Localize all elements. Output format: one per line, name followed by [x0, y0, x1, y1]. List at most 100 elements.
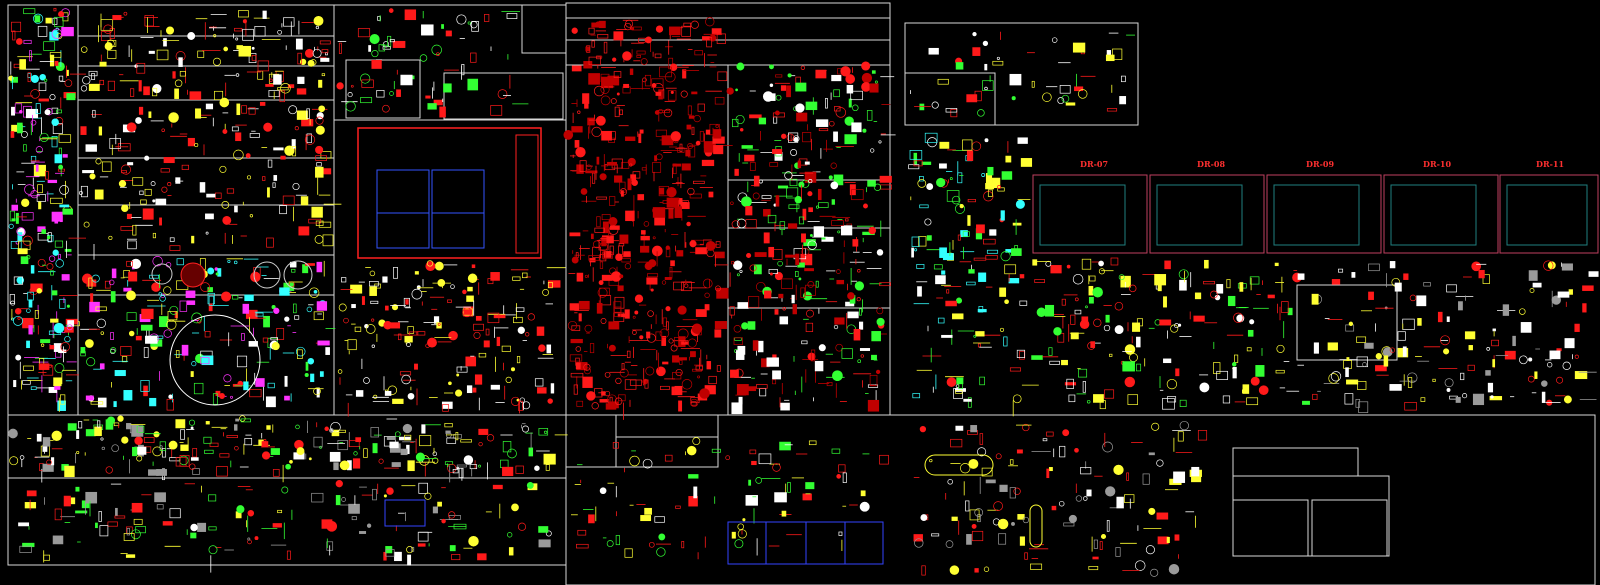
cad-symbol — [17, 316, 21, 320]
cad-block — [92, 109, 96, 118]
cad-symbol — [1543, 260, 1554, 271]
cad-block — [831, 199, 835, 205]
cad-symbol — [818, 344, 826, 352]
cad-symbol — [463, 455, 474, 465]
cad-block — [745, 386, 757, 392]
cad-block — [319, 40, 331, 45]
cad-block — [109, 138, 121, 149]
cad-symbol — [58, 164, 64, 170]
cad-symbol — [159, 445, 163, 449]
cad-symbol — [1000, 251, 1011, 262]
cad-block — [614, 296, 625, 309]
round-rugs — [151, 260, 313, 406]
cad-block — [305, 361, 309, 371]
cad-block — [578, 301, 587, 305]
cad-block — [471, 21, 479, 32]
cad-block — [207, 287, 213, 293]
cad-block — [601, 130, 612, 141]
cad-symbol — [434, 261, 444, 271]
cad-block — [1048, 467, 1053, 472]
cad-block — [369, 281, 379, 287]
cad-block — [571, 325, 581, 331]
cad-block — [966, 281, 976, 286]
cad-block — [279, 287, 290, 296]
cad-block — [1059, 85, 1071, 94]
cad-block — [1003, 336, 1008, 347]
cad-symbol — [665, 306, 671, 312]
cad-symbol — [798, 277, 802, 281]
cad-symbol — [1210, 290, 1218, 299]
cad-block — [154, 492, 166, 503]
cad-block — [1416, 295, 1427, 307]
cad-symbol — [19, 109, 23, 114]
cad-symbol — [36, 288, 43, 294]
cad-block — [490, 272, 500, 281]
cad-block — [49, 54, 55, 67]
cad-block — [40, 339, 51, 344]
cad-symbol — [341, 497, 346, 502]
cad-block — [200, 357, 210, 365]
cad-symbol — [836, 269, 841, 274]
cad-block — [768, 269, 778, 274]
cad-block — [132, 177, 144, 186]
cad-block — [163, 157, 175, 164]
cad-block — [318, 79, 323, 88]
cad-block — [1417, 318, 1422, 326]
cad-block — [62, 154, 68, 158]
cad-block — [1327, 342, 1338, 351]
cad-symbol — [845, 74, 856, 84]
cad-block — [61, 274, 70, 281]
cad-block — [17, 248, 28, 255]
cad-symbol — [624, 22, 632, 31]
cad-block — [1204, 259, 1209, 269]
cad-symbol — [586, 164, 592, 170]
cad-block — [1403, 273, 1409, 280]
cad-block — [26, 490, 37, 497]
cad-block — [681, 25, 691, 37]
cad-symbol — [285, 463, 291, 470]
cad-block — [23, 365, 34, 371]
cad-block — [735, 350, 745, 360]
cad-block — [297, 76, 305, 84]
cad-block — [987, 189, 993, 197]
cad-block — [926, 235, 932, 241]
cad-symbol — [64, 79, 73, 88]
cad-symbol — [130, 258, 142, 270]
cad-block — [226, 435, 238, 438]
cad-symbol — [608, 344, 616, 352]
cad-block — [963, 398, 972, 402]
cad-block — [852, 239, 859, 247]
cad-symbol — [954, 203, 966, 214]
cad-block — [354, 326, 362, 332]
cad-block — [657, 109, 670, 113]
cad-block — [363, 448, 368, 458]
cad-symbol — [769, 64, 774, 70]
cad-symbol — [64, 335, 71, 343]
cad-block — [574, 140, 580, 148]
cad-symbol — [1053, 327, 1062, 336]
cad-block — [913, 152, 918, 165]
cad-symbol — [663, 108, 673, 118]
cad-symbol — [166, 319, 177, 330]
cad-block — [697, 103, 705, 112]
cad-block — [54, 154, 63, 164]
cad-symbol — [709, 34, 717, 42]
cad-symbol — [273, 307, 280, 314]
cad-block — [236, 103, 241, 116]
cad-symbol — [161, 186, 168, 193]
cad-symbol — [563, 130, 574, 140]
cad-block — [284, 395, 290, 401]
cad-symbol — [793, 137, 799, 142]
cad-block — [22, 380, 31, 385]
cad-block — [1093, 394, 1104, 403]
cad-symbol — [947, 479, 953, 485]
cad-block — [244, 294, 254, 302]
cad-symbol — [284, 316, 290, 322]
cad-symbol — [1409, 294, 1417, 302]
cad-block — [53, 377, 62, 387]
cad-symbol — [128, 330, 135, 337]
cad-block — [449, 545, 456, 552]
door-sheet-inner — [1039, 184, 1588, 246]
cad-block — [199, 182, 206, 193]
